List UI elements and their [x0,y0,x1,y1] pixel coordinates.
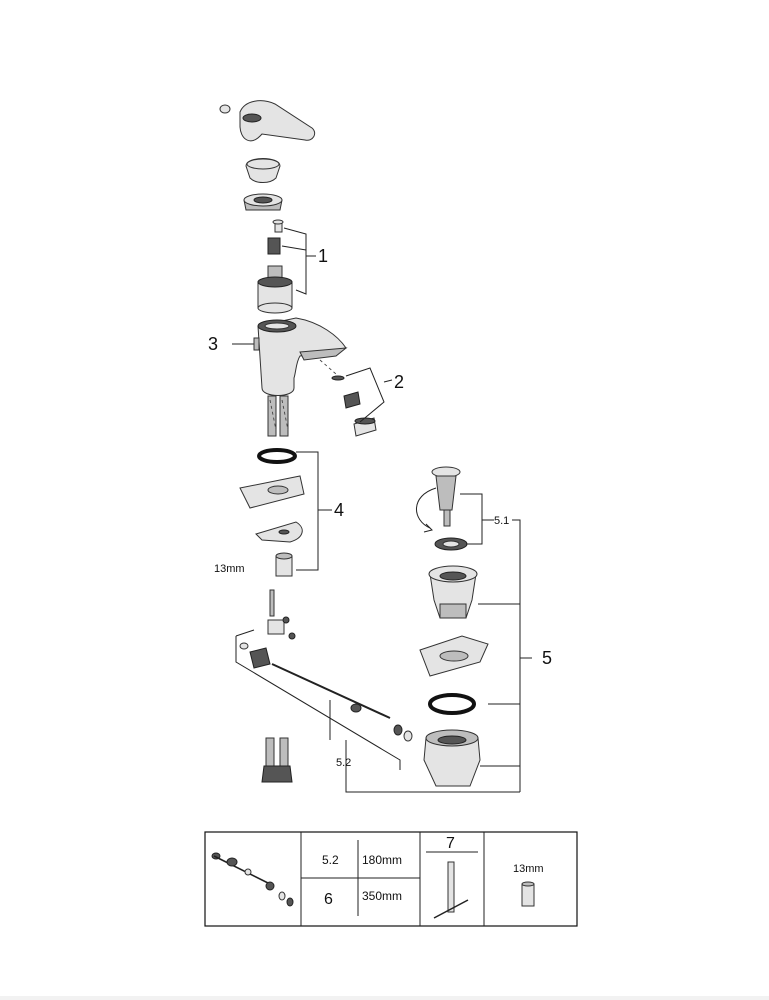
row2-code: 6 [324,891,333,908]
pop-up-rod-pin [232,337,260,351]
lift-rod-tool-icon [433,861,469,919]
callout-1-leader [281,227,316,295]
callout-5-1-leader [460,493,521,792]
set-screw [219,104,231,114]
horseshoe-washer [255,521,303,543]
drain-body [423,729,481,787]
row1-length: 180mm [362,853,402,867]
accessory-table [204,831,578,927]
fixing-nut [275,552,293,577]
connection-hose [261,737,293,783]
mounting-o-ring [257,448,297,464]
aerator-housing [353,417,377,437]
flex-hoses [267,395,289,437]
pivot-rod [271,663,391,719]
drain-o-ring [428,693,476,715]
callout-5-2: 5.2 [336,757,351,769]
cartridge-screw [272,219,284,233]
row2-length: 350mm [362,889,402,903]
callout-5: 5 [542,648,552,668]
pop-up-stopper [431,466,461,527]
cover-cap [245,158,281,183]
lift-rod [269,589,275,617]
callout-3: 3 [208,334,218,354]
callout-4-leader [296,451,332,571]
nut-size-table-label: 13mm [513,863,544,875]
stopper-rotation-arrow [416,487,437,533]
cartridge [257,265,293,314]
row1-code: 5.2 [322,853,339,867]
drain-gasket [419,635,489,677]
callout-2-leader [345,367,393,423]
nut-13mm-icon [521,881,535,907]
callout-2: 2 [394,372,404,392]
aerator-seal [319,359,345,381]
aerator-insert [343,391,361,409]
linkage-kit-icon [211,852,294,907]
callout-5-leader [478,603,532,767]
page-footer-bar [0,996,769,1000]
lever-handle [239,100,316,142]
callout-4: 4 [334,500,344,520]
faucet-body [257,317,348,396]
pivot-seals [393,724,413,742]
threaded-ring [243,193,283,211]
drain-flange [428,565,478,619]
linkage-frame [235,629,520,793]
mounting-plate-upper [239,475,305,509]
callout-5-1: 5.1 [494,515,509,527]
nut-size-label: 13mm [214,563,245,575]
item-7-label: 7 [446,835,455,852]
spline-adapter [267,237,281,255]
pivot-nut [239,642,271,669]
clamp-block [267,616,296,640]
callout-1: 1 [318,246,328,266]
stopper-seal [434,537,468,551]
